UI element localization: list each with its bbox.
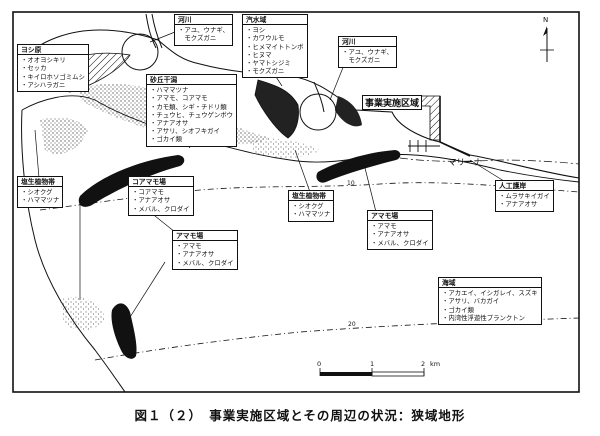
- box-item: ・ヒメマイトトンボ: [246, 42, 304, 51]
- contour-20-label: 20: [348, 321, 356, 328]
- box-item: ・アユ、ウナギ、: [178, 26, 229, 35]
- box-item: ・シオクグ: [292, 202, 324, 211]
- box-item: ・コアマモ: [132, 188, 164, 197]
- box-item: モクズガニ: [178, 34, 217, 43]
- box-item: ・ゴカイ類: [442, 305, 474, 314]
- box-title: アマモ場: [368, 212, 432, 222]
- river-mouth-circle-1: [121, 33, 159, 71]
- map-frame: [12, 11, 580, 393]
- scale-label-1: 1: [370, 360, 375, 368]
- tidal-flat-central: [250, 138, 320, 159]
- box-title: 塩生植物帯: [289, 192, 334, 202]
- reed-bed-east-2: [335, 96, 362, 127]
- annotation-box-sea-area: 海域 ・アカエイ、イシガレイ、スズキ ・アサリ、バカガイ ・ゴカイ類 ・内湾性浮…: [438, 277, 542, 326]
- annotation-box-salt-plant-middle: 塩生植物帯 ・シオクグ ・ハママツナ: [288, 190, 335, 222]
- box-item: ・ハママツナ: [150, 86, 189, 95]
- box-title: 汽水域: [243, 16, 307, 26]
- route-line: [399, 157, 580, 165]
- artificial-shore: [439, 96, 471, 157]
- north-arrow: [540, 26, 554, 62]
- box-title: 河川: [339, 38, 396, 48]
- box-item: ・ムラサキイガイ: [499, 192, 550, 201]
- annotation-box-eelgrass-east: アマモ場 ・アマモ ・アナアオサ ・メバル、クロダイ: [367, 210, 433, 250]
- box-item: ・内湾性浮遊性プランクトン: [442, 313, 526, 322]
- box-item: ・セッカ: [21, 64, 47, 73]
- contour-10: [39, 182, 580, 211]
- box-item: ・シオクグ: [21, 188, 53, 197]
- box-title: コアマモ場: [129, 178, 193, 188]
- seagrass-bed-south: [111, 303, 137, 359]
- seagrass-bed-east: [316, 150, 401, 183]
- north-label: N: [543, 16, 549, 24]
- box-item: ・メバル、クロダイ: [176, 258, 234, 267]
- scale-label-0: 0: [317, 360, 322, 368]
- west-shore: [21, 109, 126, 393]
- tidal-flat-sw: [60, 296, 105, 331]
- box-item: ・アサリ、バカガイ: [442, 297, 500, 306]
- river-mouth-circle-2: [299, 93, 337, 131]
- box-item: ・ハママツナ: [292, 210, 331, 219]
- scale-unit-label: km: [430, 360, 441, 368]
- box-item: ・ヨシ: [246, 26, 266, 35]
- box-item: ・ヤマトシジミ: [246, 59, 291, 68]
- river-north: [145, 13, 157, 49]
- river-east: [313, 81, 325, 113]
- box-item: ・メバル、クロダイ: [132, 204, 190, 213]
- box-title: アマモ場: [173, 232, 237, 242]
- annotation-box-river-north: 河川 ・アユ、ウナギ、 モクズガニ: [174, 14, 233, 46]
- annotation-box-dune-flat: 砂丘干潟 ・ハママツナ ・アマモ、コアマモ ・カモ類、シギ・チドリ類 ・チュウヒ…: [146, 74, 238, 147]
- box-item: ・ヒヌマ: [246, 50, 272, 59]
- box-item: ・アナアオサ: [132, 196, 171, 205]
- box-item: ・アナアオサ: [176, 250, 215, 259]
- box-item: ・アサリ、シオフキガイ: [150, 127, 220, 136]
- annotation-box-artificial-shore: 人工護岸 ・ムラサキイガイ ・アナアオサ: [495, 180, 554, 212]
- box-item: ・アナアオサ: [499, 200, 538, 209]
- annotation-box-eelgrass-south: アマモ場 ・アマモ ・アナアオサ ・メバル、クロダイ: [172, 230, 238, 270]
- box-item: ・アナアオサ: [150, 119, 189, 128]
- box-item: ・メバル、クロダイ: [371, 238, 429, 247]
- box-item: ・ハママツナ: [21, 196, 60, 205]
- box-item: ・アナアオサ: [371, 230, 410, 239]
- annotation-box-salt-plant-west: 塩生植物帯 ・シオクグ ・ハママツナ: [17, 176, 64, 208]
- box-item: ・カワウルモ: [246, 34, 285, 43]
- box-item: ・アカエイ、イシガレイ、スズキ: [442, 289, 538, 298]
- annotation-box-reed-bed: ヨシ原 ・オオヨシキリ ・セッカ ・キイロホソゴミムシ ・アシハラガニ: [17, 44, 89, 93]
- box-item: ・キイロホソゴミムシ: [21, 72, 85, 81]
- annotation-box-dwarf-eelgrass: コアマモ場 ・コアマモ ・アナアオサ ・メバル、クロダイ: [128, 176, 194, 216]
- marina-pier: [408, 140, 440, 152]
- box-title: 海域: [439, 279, 541, 289]
- box-title: 砂丘干潟: [147, 76, 237, 86]
- scale-label-2: 2: [421, 360, 426, 368]
- box-item: ・ゴカイ類: [150, 135, 182, 144]
- river-north-2: [151, 13, 163, 49]
- box-item: ・モクズガニ: [246, 67, 285, 76]
- annotation-box-brackish: 汽水域 ・ヨシ ・カワウルモ ・ヒメマイトトンボ ・ヒヌマ ・ヤマトシジミ ・モ…: [242, 14, 308, 79]
- marina-label: マリーナ: [448, 158, 483, 168]
- tidal-flat-west: [40, 117, 88, 154]
- box-item: モクズガニ: [342, 56, 381, 65]
- box-title: 河川: [175, 16, 232, 26]
- box-item: ・カモ類、シギ・チドリ類: [150, 102, 227, 111]
- box-title: 塩生植物帯: [18, 178, 63, 188]
- scale-bar: [319, 368, 425, 377]
- box-item: ・アマモ: [371, 222, 397, 231]
- figure-caption: 図１（２） 事業実施区域とその周辺の状況：狭域地形: [134, 408, 466, 423]
- box-item: ・アマモ: [176, 242, 202, 251]
- box-item: ・チュウヒ、チュウゲンボウ: [150, 110, 234, 119]
- box-item: ・オオヨシキリ: [21, 56, 66, 65]
- contour-10-label: 10: [347, 180, 355, 187]
- project-area-label: 事業実施区域: [362, 95, 423, 110]
- box-item: ・アシハラガニ: [21, 80, 66, 89]
- box-title: ヨシ原: [18, 46, 88, 56]
- reed-bed-east: [254, 79, 299, 139]
- annotation-box-river-east: 河川 ・アユ、ウナギ、 モクズガニ: [338, 36, 397, 68]
- box-item: ・アユ、ウナギ、: [342, 48, 393, 57]
- box-item: ・アマモ、コアマモ: [150, 94, 208, 103]
- box-title: 人工護岸: [496, 182, 553, 192]
